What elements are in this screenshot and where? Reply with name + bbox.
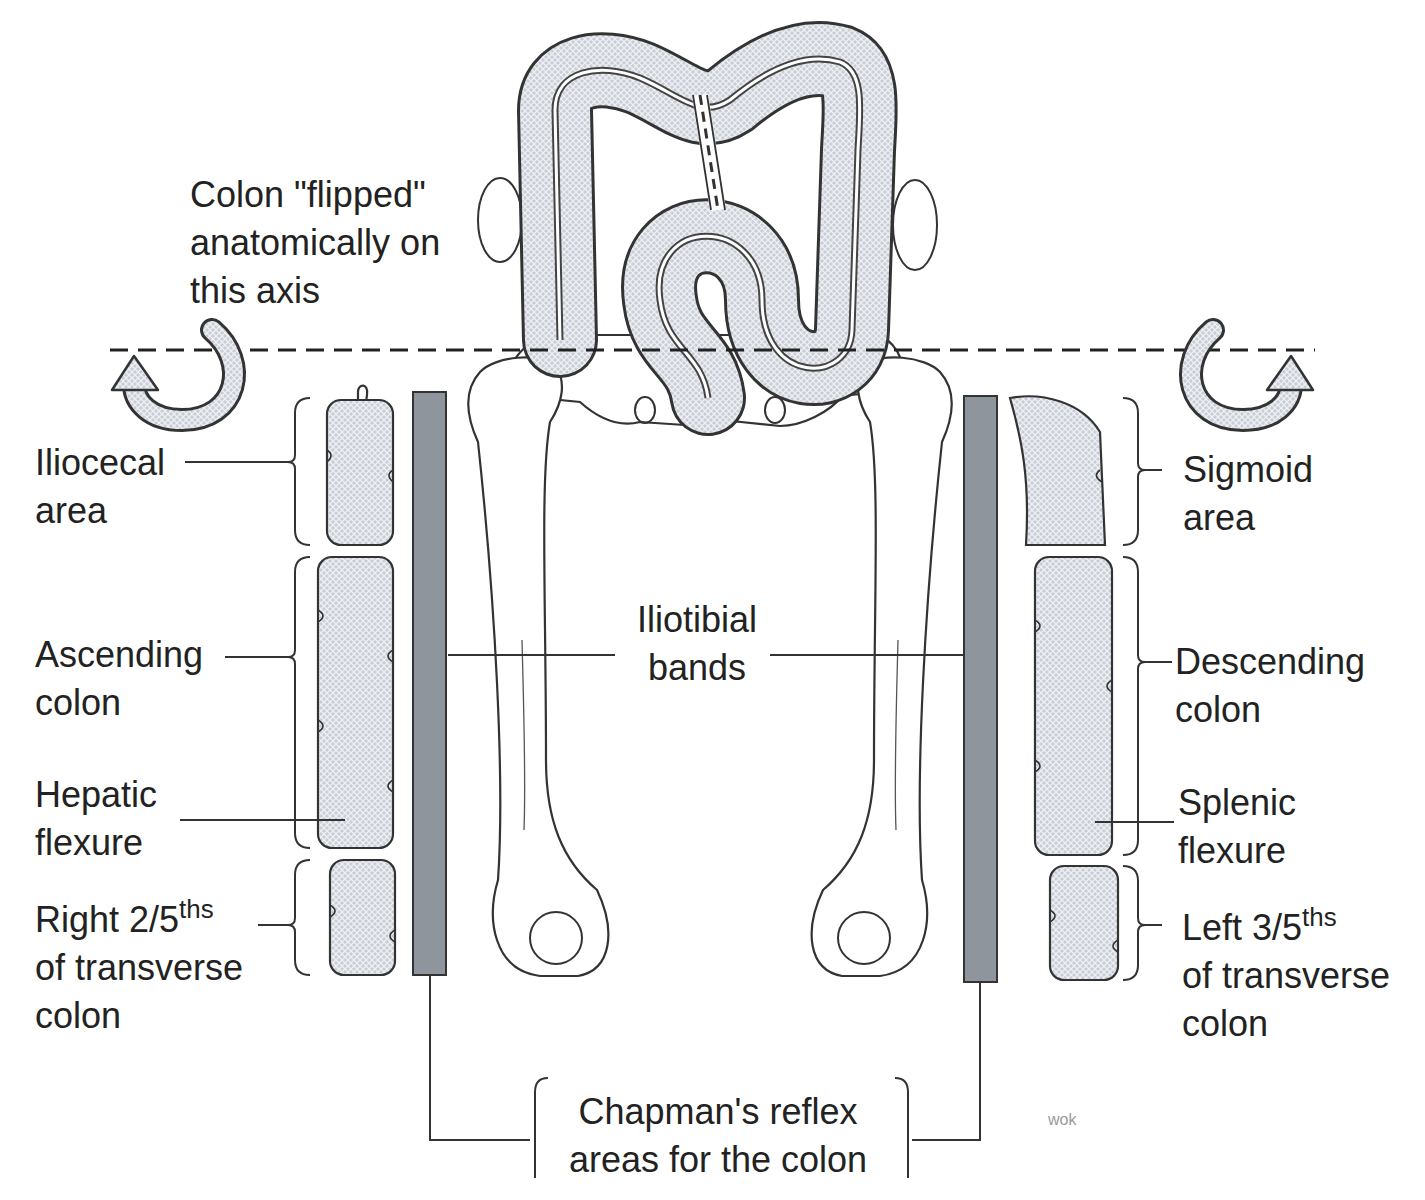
text-line: colon — [1182, 1000, 1390, 1048]
iliotibial-band-left — [413, 392, 446, 975]
watermark: wok — [1048, 1110, 1076, 1130]
flip-axis-line — [110, 349, 1315, 352]
text-line: flexure — [35, 819, 157, 867]
segment-label: Splenic flexure — [1178, 779, 1296, 875]
text-line: colon — [35, 992, 243, 1040]
text-line: area — [1183, 494, 1313, 542]
text-line: this axis — [190, 267, 440, 315]
text-line: of transverse — [35, 944, 243, 992]
text-line: of transverse — [1182, 952, 1390, 1000]
femur-left — [468, 357, 608, 976]
text-line: Hepatic — [35, 771, 157, 819]
segment-label: Ascending colon — [35, 631, 203, 727]
text-line: Ascending — [35, 631, 203, 679]
text-line: bands — [612, 644, 782, 692]
colon-segments-left — [318, 386, 395, 975]
text-line: Iliotibial — [612, 596, 782, 644]
colon-illustration — [478, 59, 937, 398]
band-label: Iliotibial bands — [612, 596, 782, 692]
text-line: colon — [35, 679, 203, 727]
superscript: ths — [1302, 903, 1337, 931]
segment-label: Sigmoid area — [1183, 446, 1313, 542]
segment-label: Descending colon — [1175, 638, 1365, 734]
segment-label: Hepatic flexure — [35, 771, 157, 867]
text-line: Right 2/5ths — [35, 896, 243, 944]
text-line: anatomically on — [190, 219, 440, 267]
text-line: colon — [1175, 686, 1365, 734]
brackets-and-leaders — [180, 398, 1174, 1178]
flip-arrow-left — [112, 330, 234, 420]
text-line: Iliocecal — [35, 439, 165, 487]
flip-arrow-right — [1191, 330, 1313, 420]
text-line: wok — [1048, 1110, 1076, 1130]
text-line: Left 3/5ths — [1182, 904, 1390, 952]
axis-note: Colon "flipped" anatomically on this axi… — [190, 171, 440, 315]
text-line: Colon "flipped" — [190, 171, 440, 219]
superscript: ths — [179, 895, 214, 923]
text-line: Descending — [1175, 638, 1365, 686]
colon-segments-right — [1010, 396, 1118, 980]
segment-label: Right 2/5ths of transverse colon — [35, 896, 243, 1040]
group-label: Chapman's reflex areas for the colon — [538, 1088, 898, 1184]
text-line: Chapman's reflex — [538, 1088, 898, 1136]
text-line: Sigmoid — [1183, 446, 1313, 494]
femur-right — [812, 357, 952, 976]
segment-label: Left 3/5ths of transverse colon — [1182, 904, 1390, 1048]
text-line: flexure — [1178, 827, 1296, 875]
text-line: areas for the colon — [538, 1136, 898, 1184]
text-line: area — [35, 487, 165, 535]
iliotibial-band-right — [964, 396, 997, 982]
text-line: Splenic — [1178, 779, 1296, 827]
segment-label: Iliocecal area — [35, 439, 165, 535]
